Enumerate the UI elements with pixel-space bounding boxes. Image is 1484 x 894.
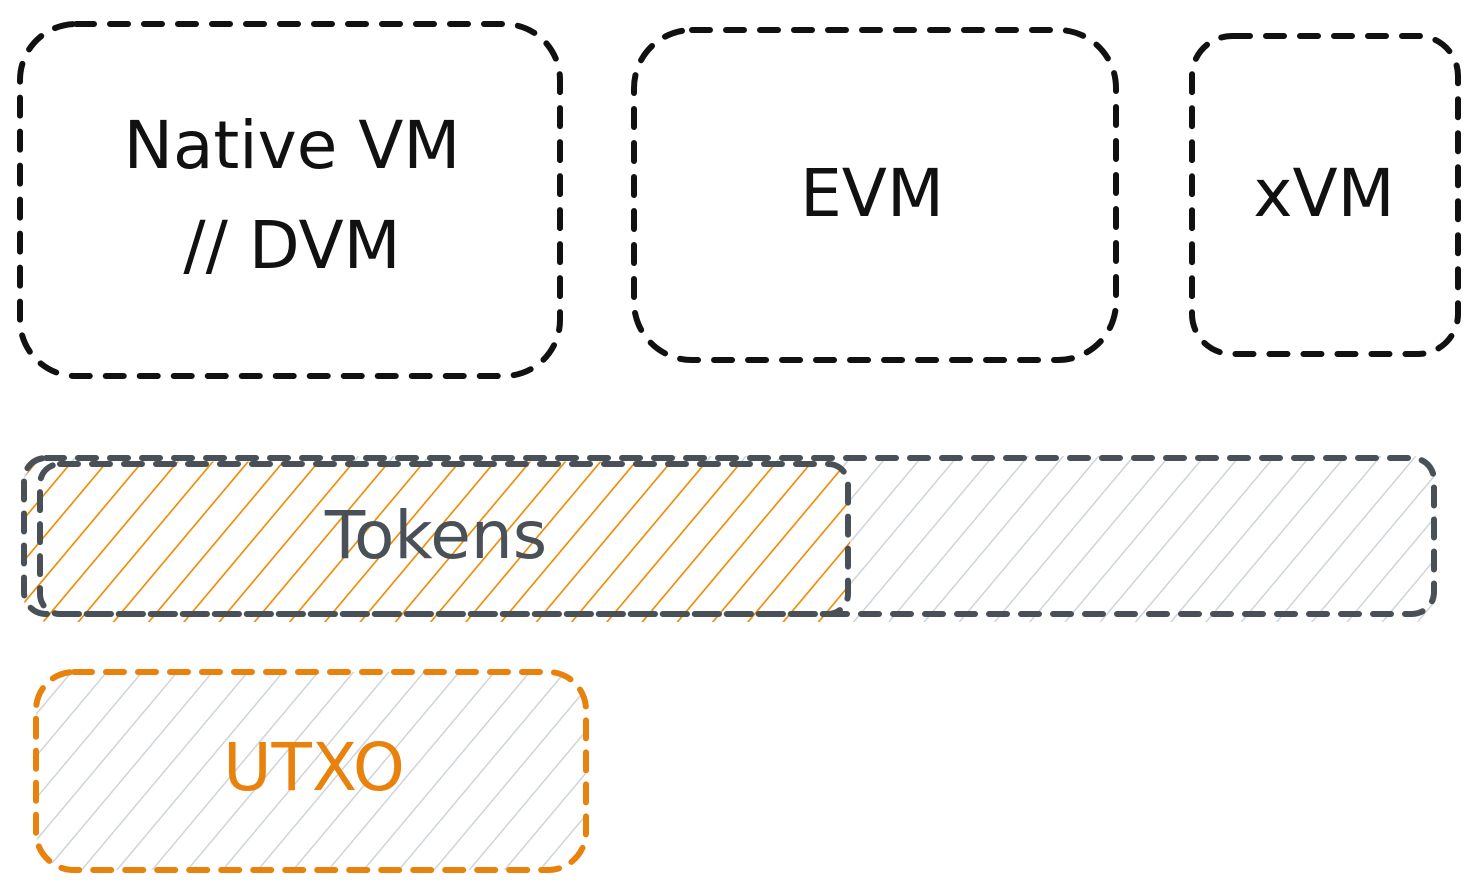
utxo-box: UTXO (33, 669, 589, 873)
utxo-label: UTXO (223, 729, 405, 806)
dvm-label: // DVM (183, 207, 400, 284)
evm-label: EVM (800, 155, 944, 232)
xvm-label: xVM (1253, 155, 1394, 232)
evm-box: EVM (631, 27, 1119, 363)
xvm-box: xVM (1189, 33, 1461, 357)
utxo-gray-hatch (36, 672, 586, 870)
native-vm-box: Native VM // DVM (17, 21, 563, 379)
tokens-label: Tokens (324, 497, 547, 574)
tokens-outer-border (21, 455, 1437, 617)
utxo-border (33, 669, 589, 873)
tokens-inner-border (37, 461, 851, 617)
native-vm-label: Native VM (124, 107, 461, 184)
tokens-orange-hatch (24, 462, 850, 622)
tokens-bar: Tokens (21, 455, 1437, 622)
